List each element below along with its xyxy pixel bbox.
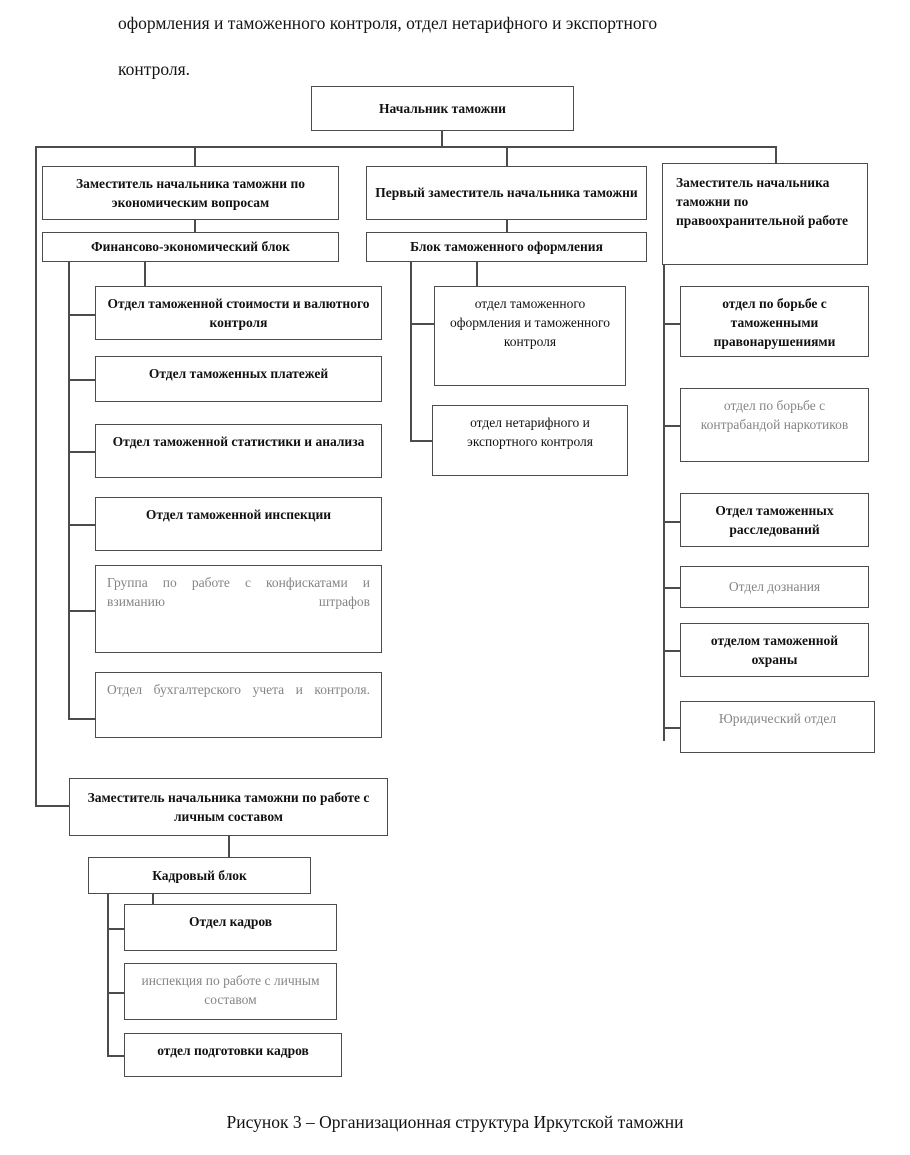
node-hr-1[interactable]: Отдел кадров	[124, 904, 337, 951]
connector-hr-2	[107, 992, 125, 994]
connector-cust-1	[410, 323, 434, 325]
node-hr-3[interactable]: отдел подготовки кадров	[124, 1033, 342, 1077]
connector-law-3	[663, 521, 681, 523]
node-fin-6-label: Отдел бухгалтерского учета и контроля.	[107, 682, 370, 697]
intro-paragraph: оформления и таможенного контроля, отдел…	[118, 0, 818, 92]
connector-root-stem	[441, 131, 443, 147]
connector-fin-block-stem	[144, 262, 146, 286]
connector-econ-to-fin-block	[194, 220, 196, 232]
intro-line-2: контроля.	[118, 59, 191, 79]
node-block-hr[interactable]: Кадровый блок	[88, 857, 311, 894]
connector-first-to-cust-block	[506, 220, 508, 232]
node-fin-3[interactable]: Отдел таможенной статистики и анализа	[95, 424, 382, 478]
connector-fin-3	[68, 451, 96, 453]
connector-hr-spine	[107, 894, 109, 1055]
connector-law-4	[663, 587, 681, 589]
node-fin-4[interactable]: Отдел таможенной инспекции	[95, 497, 382, 551]
node-fin-5-label: Группа по работе с конфискатами и взиман…	[107, 575, 370, 610]
connector-fin-4	[68, 524, 96, 526]
connector-fin-2	[68, 379, 96, 381]
connector-law-6	[663, 727, 681, 729]
intro-line-1: оформления и таможенного контроля, отдел…	[118, 13, 658, 33]
node-deputy-law-label: Заместитель начальника таможни по правоо…	[676, 175, 849, 229]
connector-trunk-left	[35, 146, 37, 806]
figure-caption: Рисунок 3 – Организационная структура Ир…	[226, 1112, 684, 1132]
node-block-cust[interactable]: Блок таможенного оформления	[366, 232, 647, 262]
org-chart: Начальник таможни Заместитель начальника…	[35, 86, 875, 1077]
node-law-4[interactable]: Отдел дознания	[680, 566, 869, 608]
connector-fin-spine	[68, 262, 70, 718]
node-deputy-first[interactable]: Первый заместитель начальника таможни	[366, 166, 647, 220]
connector-hr-block-stem	[152, 894, 154, 908]
node-deputy-econ[interactable]: Заместитель начальника таможни по эконом…	[42, 166, 339, 220]
connector-fin-5	[68, 610, 96, 612]
node-root[interactable]: Начальник таможни	[311, 86, 574, 131]
node-fin-1[interactable]: Отдел таможенной стоимости и валютного к…	[95, 286, 382, 340]
connector-fin-6	[68, 718, 96, 720]
node-law-2[interactable]: отдел по борьбе с контрабандой наркотико…	[680, 388, 869, 462]
node-law-5[interactable]: отделом таможенной охраны	[680, 623, 869, 677]
node-fin-2[interactable]: Отдел таможенных платежей	[95, 356, 382, 402]
node-fin-5[interactable]: Группа по работе с конфискатами и взиман…	[95, 565, 382, 653]
connector-fin-1	[68, 314, 96, 316]
connector-staff-to-hr-block	[228, 836, 230, 857]
node-law-3[interactable]: Отдел таможенных расследований	[680, 493, 869, 547]
node-law-1[interactable]: отдел по борьбе с таможенными правонаруш…	[680, 286, 869, 357]
connector-drop-deputy-law	[775, 146, 777, 166]
node-cust-2[interactable]: отдел нетарифного и экспортного контроля	[432, 405, 628, 476]
connector-hr-1	[107, 928, 125, 930]
node-fin-6[interactable]: Отдел бухгалтерского учета и контроля.	[95, 672, 382, 738]
connector-drop-deputy-first	[506, 146, 508, 166]
node-deputy-staff[interactable]: Заместитель начальника таможни по работе…	[69, 778, 388, 836]
connector-main-bus	[35, 146, 776, 148]
node-cust-1[interactable]: отдел таможенного оформления и таможенно…	[434, 286, 626, 386]
connector-law-1	[663, 323, 681, 325]
connector-hr-3	[107, 1055, 125, 1057]
node-law-6[interactable]: Юридический отдел	[680, 701, 875, 753]
connector-cust-block-stem	[476, 262, 478, 286]
node-block-fin[interactable]: Финансово-экономический блок	[42, 232, 339, 262]
connector-law-5	[663, 650, 681, 652]
connector-law-2	[663, 425, 681, 427]
node-hr-2[interactable]: инспекция по работе с личным составом	[124, 963, 337, 1020]
connector-drop-deputy-econ	[194, 146, 196, 166]
connector-to-deputy-staff	[35, 805, 69, 807]
node-deputy-law[interactable]: Заместитель начальника таможни по правоо…	[662, 163, 868, 265]
connector-cust-2	[410, 440, 434, 442]
connector-law-spine	[663, 265, 665, 741]
connector-cust-spine	[410, 262, 412, 440]
